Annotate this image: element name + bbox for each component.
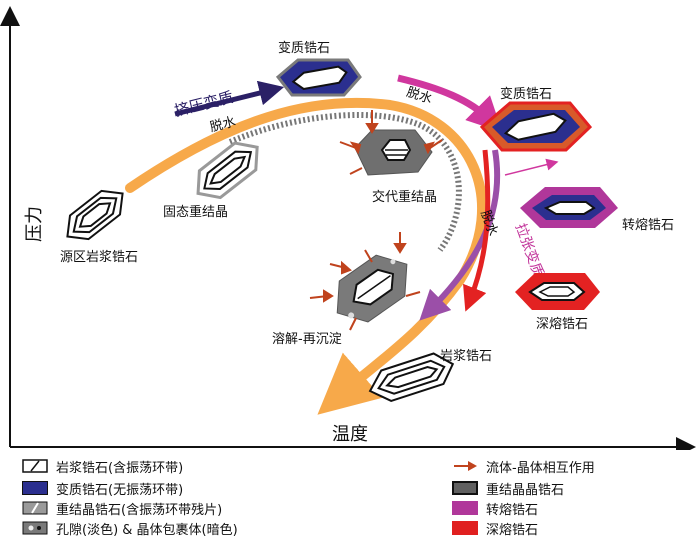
legend-anatectic: 转熔锆石 (452, 498, 538, 518)
legend-recrystal-grey: 重结晶晶锆石 (452, 478, 564, 498)
fluid-interaction-arrows (309, 110, 443, 331)
y-axis-label: 压力 (24, 206, 45, 242)
legend: 岩浆锆石(含振荡环带) 变质锆石(无振荡环带) 重结晶锆石(含振荡环带残片) 孔… (0, 450, 700, 539)
pt-path-orange (125, 97, 488, 415)
replacement-recrystal-zircon (354, 129, 433, 176)
legend-recrystallized: 重结晶锆石(含振荡环带残片) (22, 498, 222, 518)
legend-label: 变质锆石(无振荡环带) (56, 482, 184, 498)
legend-recrystal-grey-swatch (452, 481, 478, 495)
legend-pores-icon (22, 521, 48, 535)
legend-anatectic-swatch (452, 501, 478, 515)
legend-metamorphic: 变质锆石(无振荡环带) (22, 478, 183, 498)
legend-label: 转熔锆石 (486, 502, 539, 518)
solid-recrystal-zircon (196, 141, 259, 200)
to-anatectic-arrow (504, 158, 559, 176)
axes: 压力 温度 (0, 6, 696, 450)
legend-label: 岩浆锆石(含振荡环带) (56, 460, 184, 476)
legend-label: 流体-晶体相互作用 (486, 460, 595, 476)
dissolution-zircon (336, 254, 408, 323)
extension-arrow (463, 149, 491, 312)
deep-melt-zircon (515, 273, 600, 310)
solid-recrystal-label: 固态重结晶 (163, 204, 228, 220)
metamorphic-zircon-top (275, 58, 362, 97)
dehydration-arrow-top (397, 74, 503, 133)
dehydration-band (228, 112, 462, 252)
deep-melt-label: 深熔锆石 (536, 317, 588, 332)
magmatic-zircon (368, 352, 455, 403)
compression-arrow (174, 80, 285, 117)
legend-metamorphic-swatch (22, 481, 48, 495)
source-magmatic-zircon (66, 189, 124, 241)
legend-recrystallized-icon (22, 501, 48, 515)
anatectic-label: 转熔锆石 (622, 218, 674, 233)
metamorphic-right-label: 变质锆石 (500, 86, 552, 102)
source-magmatic-label: 源区岩浆锆石 (60, 250, 138, 265)
metamorphic-top-label: 变质锆石 (278, 40, 330, 56)
x-axis-label: 温度 (332, 424, 368, 445)
zircon-diagram: 压力 温度 挤压变质 脱水 脱水 脱水 拉张变质 源区岩浆锆石 固态重结晶 变质… (0, 6, 696, 450)
anatectic-zircon (520, 187, 618, 228)
legend-fluid: 流体-晶体相互作用 (452, 456, 595, 476)
dissolution-label: 溶解-再沉淀 (272, 332, 342, 347)
legend-label: 重结晶晶锆石 (486, 482, 565, 498)
legend-deep-melt: 深熔锆石 (452, 518, 538, 538)
metamorphic-zircon-right (479, 101, 593, 152)
legend-label: 深熔锆石 (486, 522, 539, 538)
legend-label: 孔隙(淡色) & 晶体包裹体(暗色) (56, 522, 238, 538)
magmatic-label: 岩浆锆石 (440, 349, 492, 364)
legend-fluid-arrow-icon (454, 461, 477, 471)
legend-deep-melt-swatch (452, 521, 478, 535)
dehydration-label-left: 脱水 (209, 115, 238, 136)
legend-magmatic-icon (22, 459, 48, 473)
legend-pores: 孔隙(淡色) & 晶体包裹体(暗色) (22, 518, 238, 538)
compression-label: 挤压变质 (173, 88, 236, 120)
extension-label: 拉张变质 (512, 221, 546, 279)
replacement-recrystal-label: 交代重结晶 (372, 189, 437, 205)
legend-label: 重结晶锆石(含振荡环带残片) (56, 502, 223, 518)
legend-magmatic: 岩浆锆石(含振荡环带) (22, 456, 183, 476)
